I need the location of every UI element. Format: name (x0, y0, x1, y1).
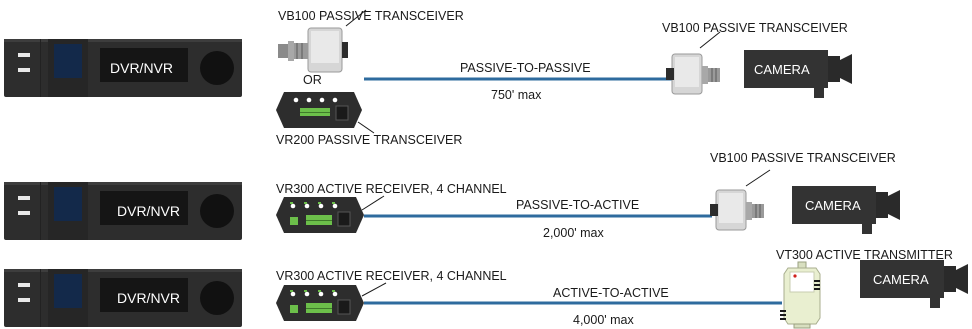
camera-label: CAMERA (754, 62, 810, 77)
receiver-label: VR300 ACTIVE RECEIVER, 4 CHANNEL (276, 269, 507, 283)
row-passive-to-passive: DVR/NVR VB100 PASSIVE TRANSCEIVER OR VR2… (4, 9, 852, 147)
dvr-nvr-label: DVR/NVR (117, 290, 180, 306)
link-title: PASSIVE-TO-ACTIVE (516, 198, 639, 212)
vb100-transceiver-receiver-icon (278, 27, 348, 73)
callout-line (699, 31, 721, 49)
transmitter-label: VB100 PASSIVE TRANSCEIVER (662, 21, 848, 35)
vr300-receiver-icon (275, 196, 365, 234)
camera-label: CAMERA (873, 272, 929, 287)
camera-label: CAMERA (805, 198, 861, 213)
callout-line (345, 9, 367, 27)
callout-line (745, 169, 771, 187)
vr300-receiver-icon (275, 284, 365, 322)
vr200-transceiver-icon (275, 91, 363, 129)
row-active-to-active: DVR/NVR VR300 ACTIVE RECEIVER, 4 CHANNEL… (4, 248, 968, 329)
link-distance: 2,000' max (543, 226, 605, 240)
link-distance: 4,000' max (573, 313, 635, 327)
callout-line (357, 121, 375, 134)
transmitter-label: VT300 ACTIVE TRANSMITTER (776, 248, 953, 262)
link-distance: 750' max (491, 88, 542, 102)
vb100-transceiver-camera-icon (709, 189, 765, 231)
link-title: ACTIVE-TO-ACTIVE (553, 286, 669, 300)
receiver-top-label: VB100 PASSIVE TRANSCEIVER (278, 9, 464, 23)
vb100-transceiver-camera-icon (665, 53, 721, 95)
link-title: PASSIVE-TO-PASSIVE (460, 61, 591, 75)
vt300-transmitter-icon (780, 261, 821, 329)
row-passive-to-active: DVR/NVR VR300 ACTIVE RECEIVER, 4 CHANNEL… (4, 151, 900, 240)
callout-line (361, 282, 387, 297)
receiver-label: VR300 ACTIVE RECEIVER, 4 CHANNEL (276, 182, 507, 196)
callout-line (361, 195, 385, 211)
dvr-nvr-label: DVR/NVR (117, 203, 180, 219)
or-label: OR (303, 73, 322, 87)
receiver-bottom-label: VR200 PASSIVE TRANSCEIVER (276, 133, 462, 147)
dvr-nvr-label: DVR/NVR (110, 60, 173, 76)
transmitter-label: VB100 PASSIVE TRANSCEIVER (710, 151, 896, 165)
